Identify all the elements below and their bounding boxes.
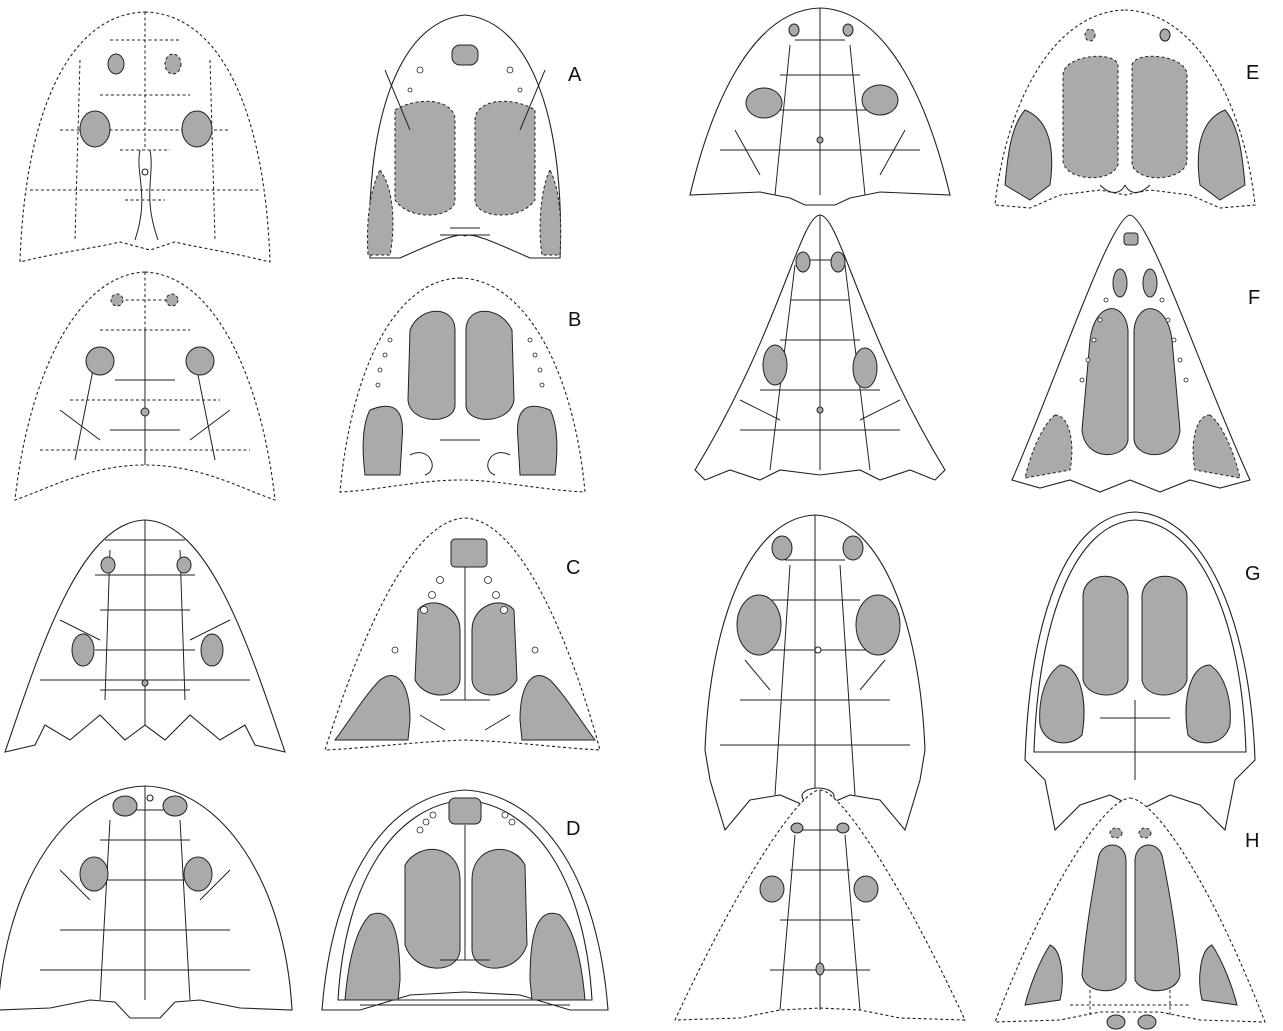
panel-c-vomer-opening — [451, 539, 487, 567]
panel-h-palatal-skull — [995, 798, 1265, 1029]
panel-h-nostril-right — [1139, 828, 1151, 838]
panel-e-dorsal-skull — [690, 8, 950, 205]
panel-c-orbit-right — [201, 634, 223, 666]
panel-b-dorsal-skull — [15, 272, 275, 500]
panel-f-orbit-right — [853, 348, 877, 388]
panel-label-c: C — [566, 557, 580, 580]
panel-h-nostril-right — [837, 823, 849, 833]
panel-label-e: E — [1246, 62, 1259, 85]
panel-c-palatal-skull — [325, 518, 600, 750]
panel-b-interpterygoid-left — [408, 311, 455, 419]
panel-f-choana-right — [1143, 269, 1157, 297]
panel-h-pineal-foramen — [816, 963, 824, 975]
panel-e-nostril-left — [789, 24, 799, 36]
panel-a-interpterygoid-right — [475, 101, 535, 215]
panel-a-pineal-foramen — [142, 169, 148, 175]
panel-g-pineal-foramen — [815, 647, 821, 653]
panel-a-orbit-left — [80, 111, 110, 147]
panel-h-condyle-right — [1138, 1015, 1156, 1029]
panel-label-f: F — [1248, 287, 1260, 310]
panel-a-dorsal-skull — [20, 12, 270, 262]
panel-g-orbit-left — [737, 595, 781, 655]
panel-g-interpterygoid-right — [1142, 576, 1187, 695]
panel-e-pineal-foramen — [817, 137, 823, 143]
panel-c-pineal-foramen — [142, 680, 148, 686]
panel-g-dorsal-skull — [705, 515, 925, 830]
panel-c-interpterygoid-right — [472, 603, 517, 695]
panel-b-nostril-right — [166, 294, 178, 306]
panel-d-interpterygoid-left — [405, 849, 460, 968]
panel-e-orbit-right — [862, 85, 898, 115]
panel-b-palatal-skull — [340, 278, 585, 492]
panel-g-nostril-left — [772, 536, 792, 560]
panel-d-nostril-left — [113, 796, 137, 816]
panel-label-b: B — [568, 309, 581, 332]
panel-a-interpterygoid-left — [395, 101, 455, 215]
panel-b-orbit-left — [86, 347, 114, 375]
panel-g-interpterygoid-left — [1083, 576, 1128, 695]
panel-d-dorsal-skull — [0, 786, 292, 1018]
panel-f-nostril-right — [831, 252, 845, 272]
panel-f-vomer-opening — [1124, 233, 1138, 245]
panel-h-condyle-left — [1107, 1015, 1125, 1029]
panel-e-interpterygoid-right — [1132, 56, 1187, 177]
panel-c-orbit-left — [72, 634, 94, 666]
panel-h-orbit-right — [854, 876, 878, 902]
panel-f-nostril-left — [796, 252, 810, 272]
panel-d-nostril-right — [163, 796, 187, 816]
panel-label-d: D — [566, 818, 580, 841]
panel-b-subtemporal-right — [517, 406, 556, 475]
panel-b-orbit-right — [186, 347, 214, 375]
panel-b-subtemporal-left — [363, 406, 402, 475]
panel-e-orbit-left — [746, 88, 782, 118]
panel-c-interpterygoid-left — [415, 603, 460, 695]
panel-e-nostril-right — [1160, 29, 1170, 41]
panel-a-nostril-left — [108, 54, 124, 74]
panel-e-nostril-left — [1085, 29, 1095, 41]
panel-e-palatal-skull — [995, 10, 1255, 208]
panel-g-orbit-right — [856, 595, 900, 655]
panel-c-nostril-left — [101, 557, 115, 573]
panel-a-orbit-right — [182, 111, 212, 147]
panel-b-pineal-foramen — [141, 408, 149, 416]
panel-h-orbit-left — [760, 876, 784, 902]
panel-f-palatal-skull — [1012, 215, 1250, 492]
panel-h-nostril-left — [1110, 828, 1122, 838]
panel-d-orbit-right — [184, 857, 212, 891]
panel-f-dorsal-skull — [695, 215, 945, 480]
panel-d-vomer-opening — [449, 798, 481, 824]
panel-d-orbit-left — [80, 857, 108, 891]
panel-a-palatal-skull — [368, 15, 561, 258]
panel-e-nostril-right — [843, 24, 853, 36]
panel-label-g: G — [1245, 563, 1261, 586]
panel-f-orbit-left — [763, 345, 787, 385]
panel-f-choana-left — [1113, 269, 1127, 297]
panel-g-palatal-skull — [1025, 512, 1255, 830]
panel-b-interpterygoid-right — [466, 311, 514, 419]
panel-label-h: H — [1245, 830, 1259, 853]
panel-h-nostril-left — [791, 823, 803, 833]
panel-d-pineal-foramen — [147, 795, 153, 801]
panel-e-interpterygoid-left — [1063, 56, 1118, 177]
panel-a-vomer-opening — [452, 45, 478, 65]
panel-d-interpterygoid-right — [472, 849, 527, 968]
panel-f-pineal-foramen — [817, 407, 823, 413]
panel-g-nostril-right — [843, 536, 863, 560]
panel-c-nostril-right — [177, 557, 191, 573]
panel-label-a: A — [568, 64, 581, 87]
panel-c-dorsal-skull — [5, 520, 285, 752]
panel-h-dorsal-skull — [675, 790, 965, 1020]
panel-b-nostril-left — [111, 294, 123, 306]
panel-a-nostril-right — [165, 54, 181, 74]
